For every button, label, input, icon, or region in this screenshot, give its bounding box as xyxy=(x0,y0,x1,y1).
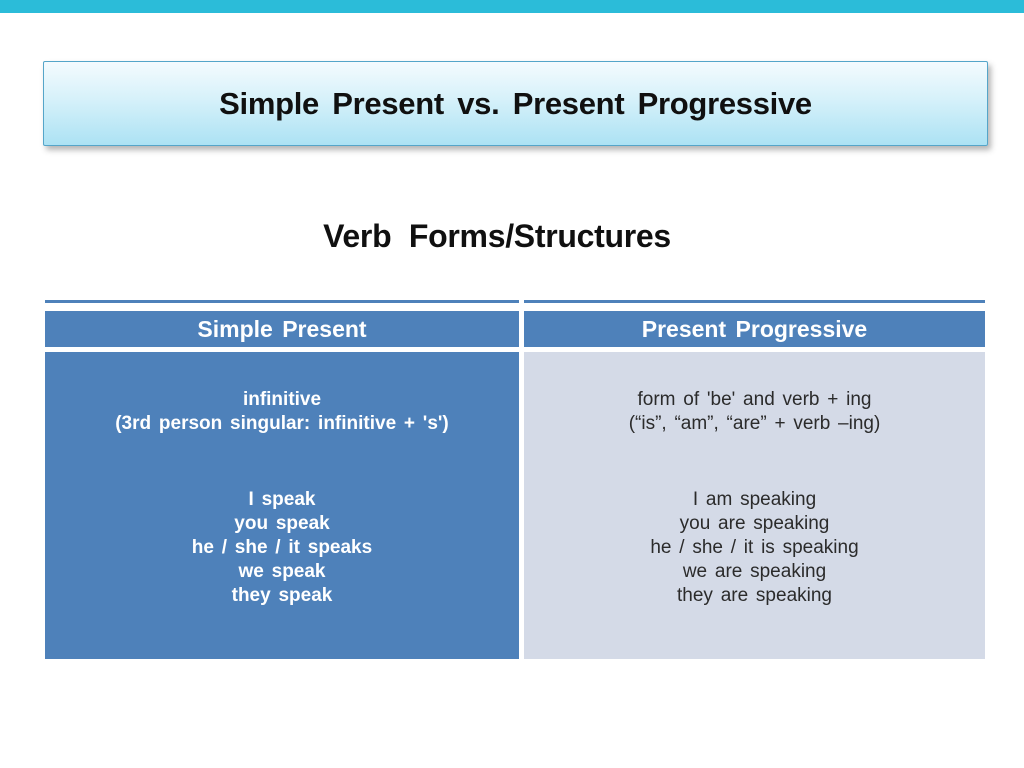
cell-simple-present: infinitive (3rd person singular: infinit… xyxy=(45,352,519,659)
structure-block-present-progressive: form of 'be' and verb + ing (“is”, “am”,… xyxy=(524,388,985,436)
grammar-table: Simple Present infinitive (3rd person si… xyxy=(45,300,985,659)
table-top-border-left xyxy=(45,300,519,303)
table-top-border-right xyxy=(524,300,985,303)
structure-line: (“is”, “am”, “are” + verb –ing) xyxy=(628,413,881,434)
slide-title: Simple Present vs. Present Progressive xyxy=(219,85,812,121)
section-heading: Verb Forms/Structures xyxy=(323,218,671,254)
column-present-progressive: Present Progressive form of 'be' and ver… xyxy=(524,300,985,659)
example-line: he / she / it is speaking xyxy=(650,537,859,558)
example-line: we speak xyxy=(238,561,326,582)
example-line: we are speaking xyxy=(682,561,827,582)
structure-line: (3rd person singular: infinitive + 's') xyxy=(115,413,449,434)
example-line: I am speaking xyxy=(692,489,817,510)
cell-present-progressive: form of 'be' and verb + ing (“is”, “am”,… xyxy=(524,352,985,659)
structure-line: infinitive xyxy=(242,389,322,410)
structure-line: form of 'be' and verb + ing xyxy=(637,389,872,410)
column-header-simple-present: Simple Present xyxy=(45,311,519,347)
example-line: they are speaking xyxy=(677,585,832,606)
example-line: you are speaking xyxy=(679,513,830,534)
example-line: they speak xyxy=(231,585,333,606)
structure-block-simple-present: infinitive (3rd person singular: infinit… xyxy=(45,388,519,436)
column-simple-present: Simple Present infinitive (3rd person si… xyxy=(45,300,519,659)
example-line: he / she / it speaks xyxy=(191,537,373,558)
column-header-present-progressive: Present Progressive xyxy=(524,311,985,347)
top-accent-bar xyxy=(0,0,1024,13)
slide-title-banner: Simple Present vs. Present Progressive xyxy=(43,61,988,146)
examples-block-present-progressive: I am speaking you are speaking he / she … xyxy=(524,488,985,608)
examples-block-simple-present: I speak you speak he / she / it speaks w… xyxy=(45,488,519,608)
example-line: I speak xyxy=(248,489,316,510)
example-line: you speak xyxy=(234,513,330,534)
